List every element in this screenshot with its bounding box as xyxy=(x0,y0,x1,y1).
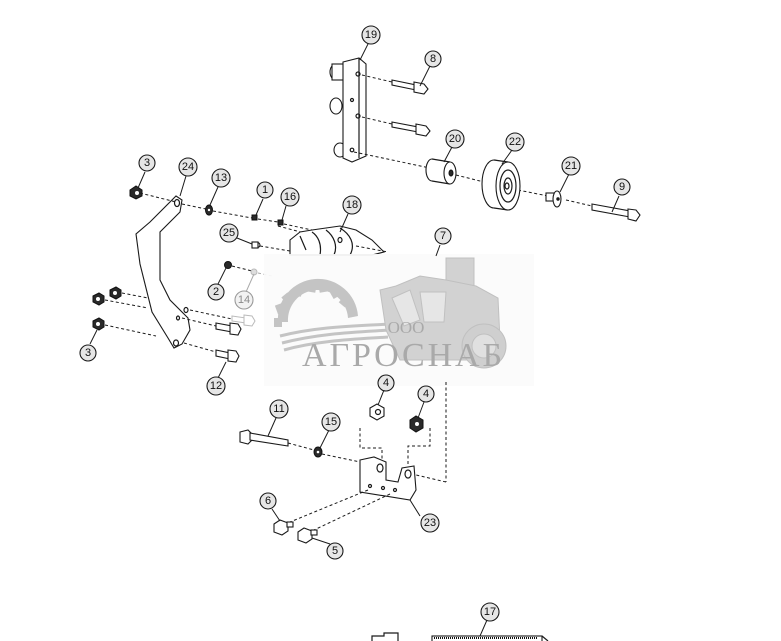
nut-3-top xyxy=(129,185,143,200)
bolt-9-part xyxy=(591,203,641,222)
callout-21[interactable]: 21 xyxy=(561,156,581,176)
nut-3-bottom xyxy=(92,317,105,331)
callout-22[interactable]: 22 xyxy=(505,132,525,152)
callout-label: 25 xyxy=(223,227,235,239)
callout-2[interactable]: 2 xyxy=(207,283,225,301)
callout-label: 19 xyxy=(365,29,377,41)
callout-11[interactable]: 11 xyxy=(269,399,289,419)
callout-label: 11 xyxy=(273,403,284,415)
watermark-harvester-icon xyxy=(379,257,507,369)
callout-label: 24 xyxy=(182,161,194,173)
callout-24[interactable]: 24 xyxy=(178,157,198,177)
idler-pulley-22-part xyxy=(481,159,521,211)
callout-label: 2 xyxy=(213,286,219,298)
callout-4-right[interactable]: 4 xyxy=(417,385,435,403)
callout-label: 8 xyxy=(430,53,436,65)
callout-label: 3 xyxy=(85,347,91,359)
callout-label: 4 xyxy=(383,377,389,389)
bolt-5-part xyxy=(297,527,318,544)
callout-label: 20 xyxy=(449,133,461,145)
callout-label: 1 xyxy=(262,184,268,196)
callout-1[interactable]: 1 xyxy=(256,181,274,199)
bolt-11-part xyxy=(239,429,289,447)
watermark-gear-icon xyxy=(274,278,358,327)
callout-16[interactable]: 16 xyxy=(280,187,300,207)
callout-label: 15 xyxy=(325,416,337,428)
bolt-12-upper xyxy=(215,322,242,336)
callout-7[interactable]: 7 xyxy=(434,227,452,245)
nut-4-left xyxy=(369,403,385,421)
callout-6[interactable]: 6 xyxy=(259,492,277,510)
callout-14[interactable]: 14 xyxy=(234,290,254,310)
nut-left-1 xyxy=(109,286,122,300)
callout-17[interactable]: 17 xyxy=(480,602,500,622)
nut-4-right xyxy=(409,415,424,433)
callout-label: 22 xyxy=(509,136,521,148)
bolt-6-part xyxy=(273,519,294,536)
callout-label: 23 xyxy=(424,517,436,529)
bracket-19-part xyxy=(329,57,367,163)
nut-16-part xyxy=(277,219,284,226)
callout-9[interactable]: 9 xyxy=(613,178,631,196)
callout-label: 6 xyxy=(265,495,271,507)
callout-4-left[interactable]: 4 xyxy=(377,374,395,392)
callout-15[interactable]: 15 xyxy=(321,412,341,432)
callout-3-top[interactable]: 3 xyxy=(138,154,156,172)
callout-label: 21 xyxy=(565,160,577,172)
callout-3-bottom[interactable]: 3 xyxy=(79,344,97,362)
tensioner-18-part xyxy=(289,225,389,256)
washer-21-part xyxy=(545,190,562,208)
callout-18[interactable]: 18 xyxy=(342,195,362,215)
callout-label: 5 xyxy=(332,545,338,557)
callout-23[interactable]: 23 xyxy=(420,513,440,533)
bolt-8-lower xyxy=(361,116,431,137)
bracket-24-part xyxy=(135,195,191,349)
callout-20[interactable]: 20 xyxy=(445,129,465,149)
spacer-20-part xyxy=(425,158,457,185)
callout-label: 4 xyxy=(423,388,429,400)
callout-12[interactable]: 12 xyxy=(206,376,226,396)
callout-8[interactable]: 8 xyxy=(424,50,442,68)
callout-label: 13 xyxy=(215,172,227,184)
callout-19[interactable]: 19 xyxy=(361,25,381,45)
bolt-8-upper xyxy=(361,74,429,95)
callout-label: 18 xyxy=(346,199,358,211)
leader-lines xyxy=(89,43,620,637)
callout-label: 14 xyxy=(238,294,250,306)
callout-label: 9 xyxy=(619,181,625,193)
washer-13-part xyxy=(205,204,213,216)
nut-1-part xyxy=(251,214,258,221)
washer-15-part xyxy=(313,446,323,458)
pin-25-part xyxy=(251,241,261,249)
callout-13[interactable]: 13 xyxy=(211,168,231,188)
callout-label: 17 xyxy=(484,606,496,618)
callout-label: 16 xyxy=(284,191,296,203)
callout-5[interactable]: 5 xyxy=(326,542,344,560)
callout-label: 3 xyxy=(144,157,150,169)
callout-25[interactable]: 25 xyxy=(219,223,239,243)
bolt-faded xyxy=(231,314,256,327)
callout-label: 12 xyxy=(210,380,222,392)
bolt-12-lower xyxy=(215,349,240,363)
belt-17-part xyxy=(371,632,549,641)
callout-label: 7 xyxy=(440,230,446,242)
watermark-brand: АГРОСНАБ xyxy=(302,337,502,374)
watermark-prefix: ООО xyxy=(388,318,425,337)
bracket-23-part xyxy=(359,456,417,501)
nut-2-part xyxy=(224,261,232,269)
watermark: ООО АГРОСНАБ xyxy=(264,254,534,386)
nut-left-2 xyxy=(92,292,105,306)
